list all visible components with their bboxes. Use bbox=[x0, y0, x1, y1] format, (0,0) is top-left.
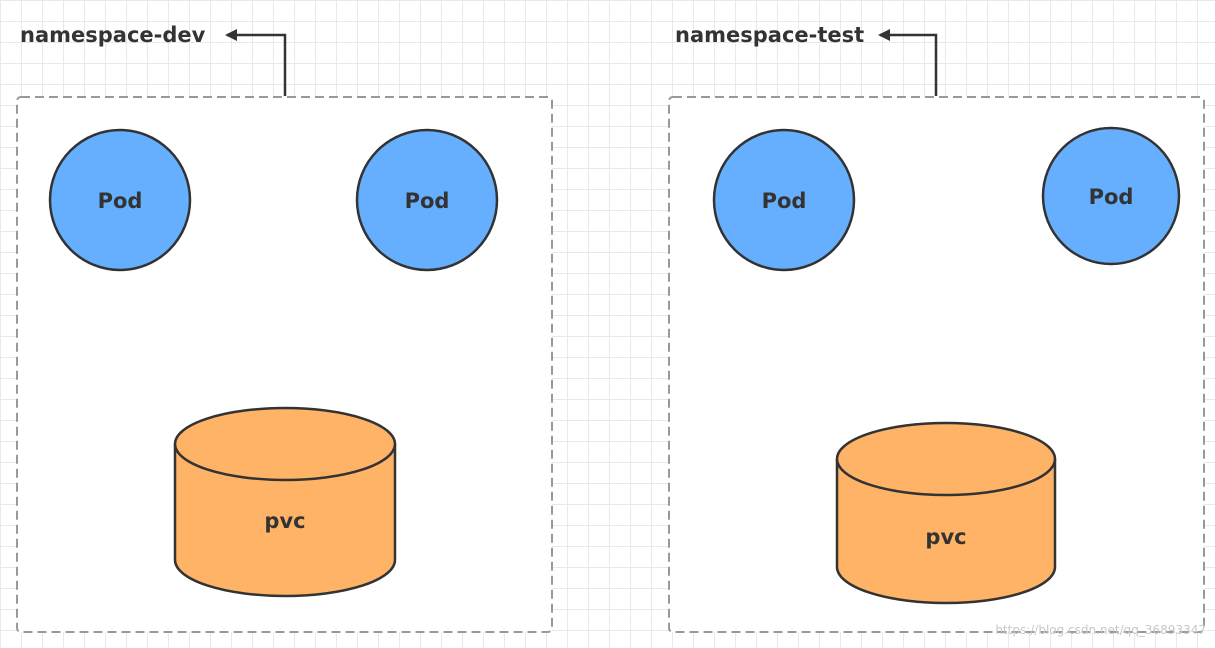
pod-label: Pod bbox=[1089, 185, 1134, 209]
pvc-label: pvc bbox=[925, 525, 966, 549]
namespace-dev-group: namespace-dev Pod Pod pvc bbox=[16, 23, 553, 633]
pod-label: Pod bbox=[405, 189, 450, 213]
namespace-test-connector-arrow bbox=[878, 29, 938, 96]
namespace-test-group: namespace-test Pod Pod pvc bbox=[668, 23, 1205, 633]
pvc-cylinder[interactable]: pvc bbox=[835, 421, 1057, 605]
pod-node[interactable]: Pod bbox=[355, 128, 499, 272]
namespace-test-label: namespace-test bbox=[675, 23, 864, 47]
pvc-cylinder[interactable]: pvc bbox=[173, 406, 397, 598]
pvc-label: pvc bbox=[264, 509, 305, 533]
pod-label: Pod bbox=[762, 189, 807, 213]
pod-node[interactable]: Pod bbox=[1041, 126, 1181, 266]
pod-label: Pod bbox=[98, 189, 143, 213]
watermark-text: https://blog.csdn.net/qq_36893347 bbox=[995, 623, 1206, 637]
pod-node[interactable]: Pod bbox=[712, 128, 856, 272]
namespace-dev-label: namespace-dev bbox=[20, 23, 206, 47]
pod-node[interactable]: Pod bbox=[48, 128, 192, 272]
namespace-dev-connector-arrow bbox=[225, 29, 287, 96]
